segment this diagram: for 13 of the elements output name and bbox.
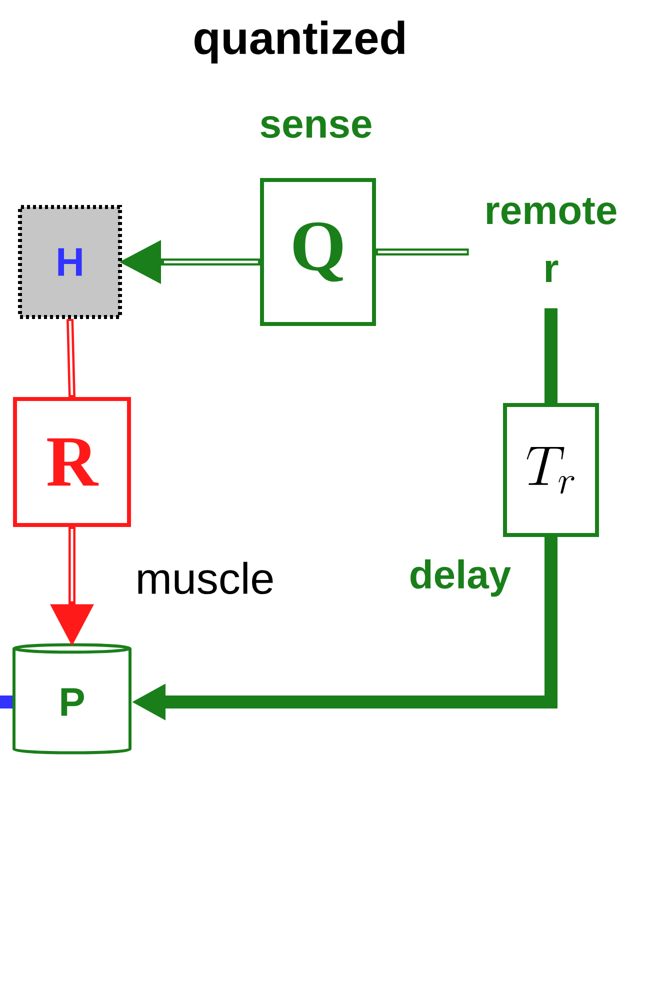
process-box: R [13,397,131,527]
edge-label: muscle [138,562,273,594]
connector-line [373,248,469,256]
box-caption: sense [260,116,372,138]
process-box: H [18,205,122,319]
connector-line [544,308,558,403]
box-caption: delay [410,559,511,597]
process-box: Q [260,178,376,326]
delay-box: $T_r$ [503,403,599,537]
node-label: remote r [486,198,616,282]
connector-line [0,696,12,708]
plant-cylinder: P [12,643,132,754]
title: quantized [194,20,404,64]
